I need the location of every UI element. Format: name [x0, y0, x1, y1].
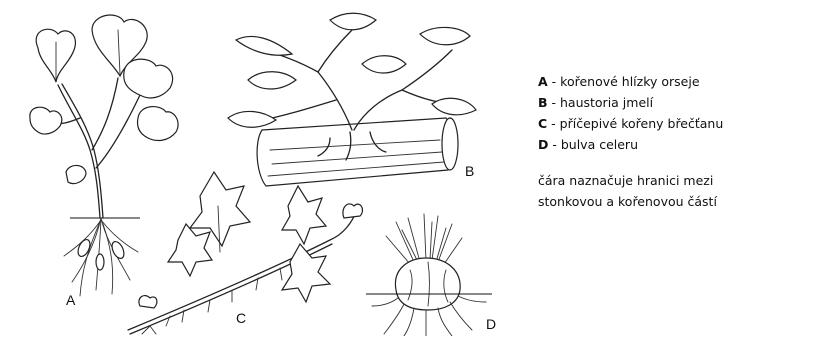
label-d: D — [486, 316, 496, 332]
note-line: čára naznačuje hranici mezi — [538, 170, 808, 191]
legend-key: C — [538, 116, 547, 131]
legend-text: - kořenové hlízky orseje — [548, 74, 700, 89]
label-a: A — [66, 292, 75, 308]
legend-key: B — [538, 95, 548, 110]
legend-item-c: C - příčepivé kořeny břečťanu — [538, 113, 808, 134]
legend-text: - haustoria jmelí — [548, 95, 654, 110]
label-c: C — [236, 310, 246, 326]
legend-text: - bulva celeru — [548, 137, 638, 152]
plant-a-lesser-celandine — [30, 15, 178, 296]
plant-d-celeriac — [366, 214, 492, 336]
plant-b-mistletoe — [228, 13, 476, 186]
legend-item-d: D - bulva celeru — [538, 134, 808, 155]
legend-key: A — [538, 74, 548, 89]
legend-key: D — [538, 137, 548, 152]
boundary-note: čára naznačuje hranici mezi stonkovou a … — [538, 170, 808, 212]
legend-item-b: B - haustoria jmelí — [538, 92, 808, 113]
note-line: stonkovou a kořenovou částí — [538, 191, 808, 212]
legend: A - kořenové hlízky orseje B - haustoria… — [538, 71, 808, 212]
legend-item-a: A - kořenové hlízky orseje — [538, 71, 808, 92]
label-b: B — [465, 163, 474, 179]
legend-text: - příčepivé kořeny břečťanu — [547, 116, 723, 131]
